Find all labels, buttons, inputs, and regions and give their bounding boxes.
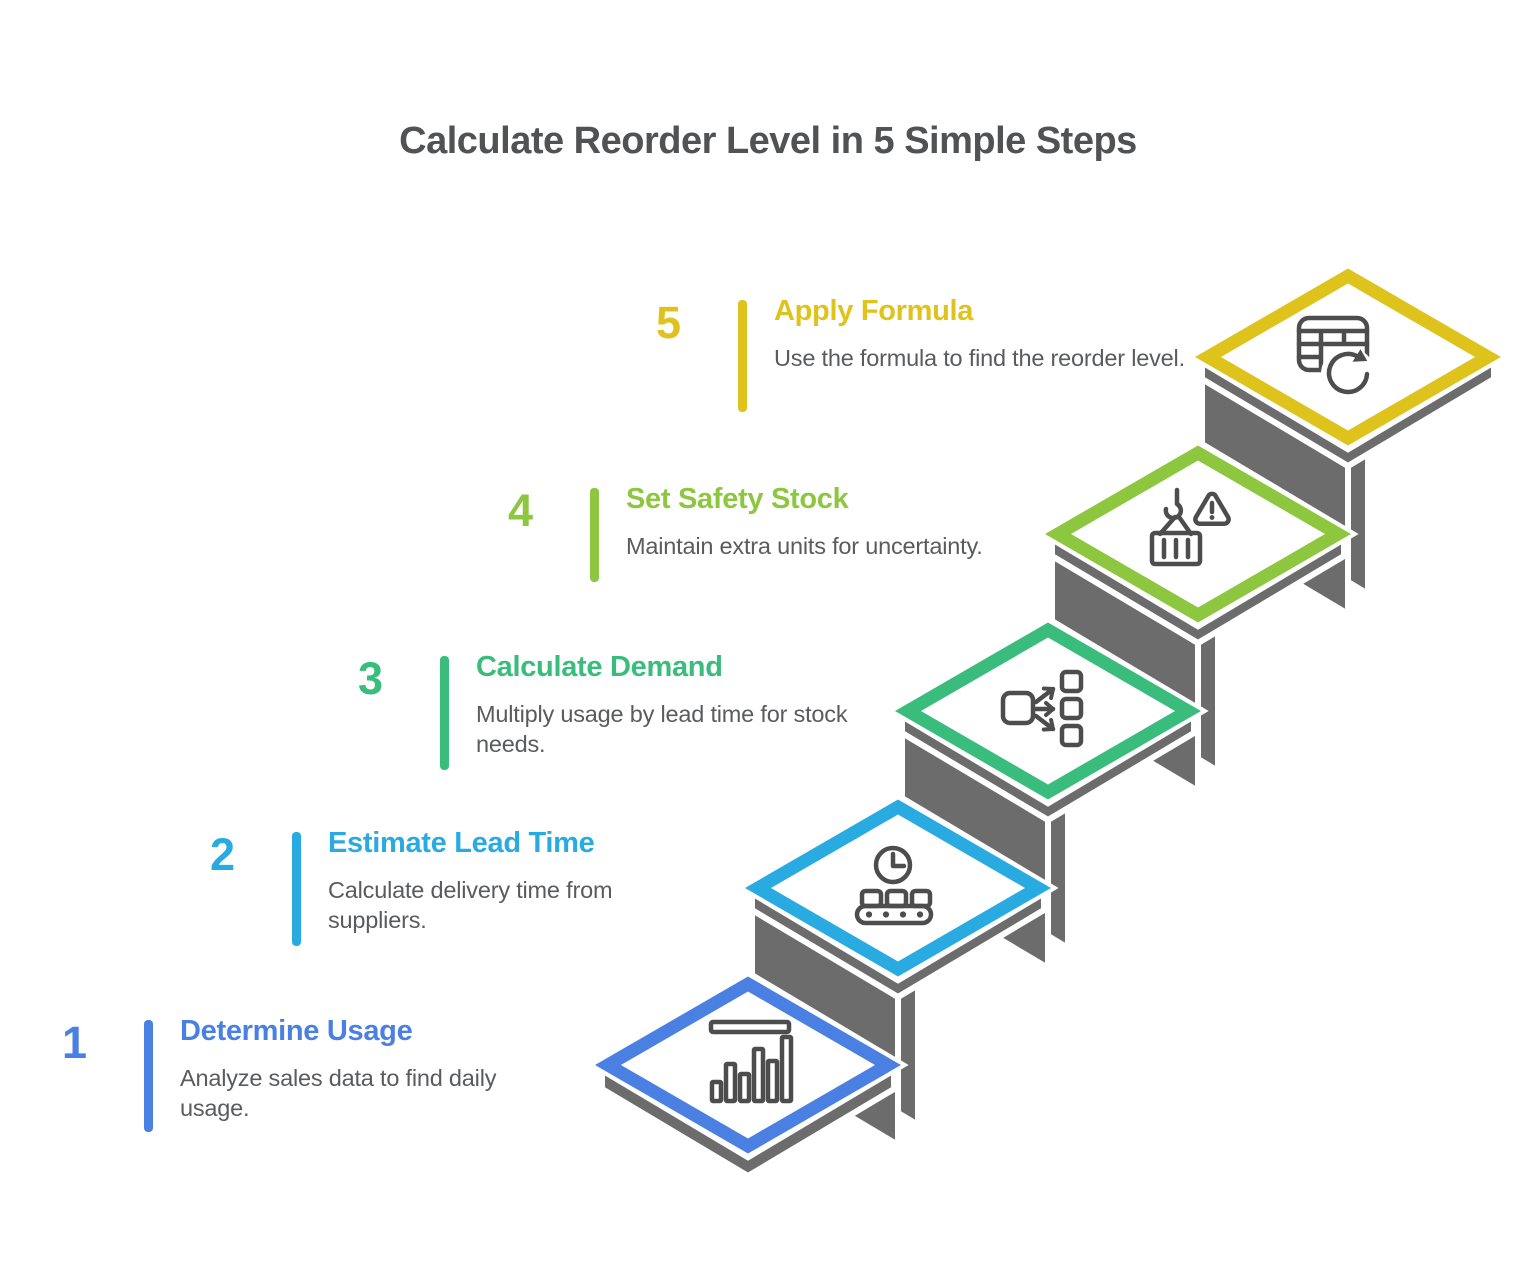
crane-container-warning-icon: [1149, 487, 1231, 567]
step-5-number: 5: [656, 297, 682, 348]
distribution-icon: [1000, 669, 1084, 748]
step-1-title: Determine Usage: [180, 1015, 413, 1047]
step-2-description: Calculate delivery time from suppliers.: [328, 876, 613, 934]
step-1-diamond: [595, 976, 901, 1154]
step-3-number: 3: [358, 653, 384, 704]
step-3-text: 3 Calculate Demand Multiply usage by lea…: [358, 651, 848, 770]
step-4-title: Set Safety Stock: [626, 483, 849, 515]
step-4-accent-bar: [590, 488, 599, 582]
step-2-accent-bar: [292, 832, 301, 946]
step-2-diamond: [745, 799, 1051, 977]
step-1-accent-bar: [144, 1020, 153, 1132]
step-5-title: Apply Formula: [774, 295, 974, 327]
step-2-number: 2: [210, 829, 236, 880]
table-refresh-icon: [1296, 315, 1375, 401]
step-1-block: [587, 969, 909, 1179]
step-2-title: Estimate Lead Time: [328, 827, 595, 859]
bar-chart-icon: [708, 1019, 794, 1104]
step-1-number: 1: [62, 1017, 88, 1068]
step-5-block: [1187, 261, 1509, 617]
step-5-text: 5 Apply Formula Use the formula to find …: [656, 295, 1189, 412]
page-title: Calculate Reorder Level in 5 Simple Step…: [399, 120, 1137, 162]
conveyor-clock-icon: [854, 845, 934, 926]
step-2-block: [737, 792, 1059, 1148]
step-4-text: 4 Set Safety Stock Maintain extra units …: [508, 483, 1076, 582]
step-5-description: Use the formula to find the reorder leve…: [774, 344, 1185, 371]
step-5-accent-bar: [738, 300, 747, 412]
step-2-text: 2 Estimate Lead Time Calculate delivery …: [210, 827, 668, 946]
step-1-text: 1 Determine Usage Analyze sales data to …: [62, 1015, 560, 1132]
step-3-accent-bar: [440, 656, 449, 770]
step-4-description: Maintain extra units for uncertainty.: [626, 532, 983, 559]
step-3-description: Multiply usage by lead time for stock ne…: [476, 700, 848, 758]
step-1-description: Analyze sales data to find daily usage.: [180, 1064, 497, 1122]
step-3-title: Calculate Demand: [476, 651, 723, 683]
step-4-number: 4: [508, 485, 534, 536]
